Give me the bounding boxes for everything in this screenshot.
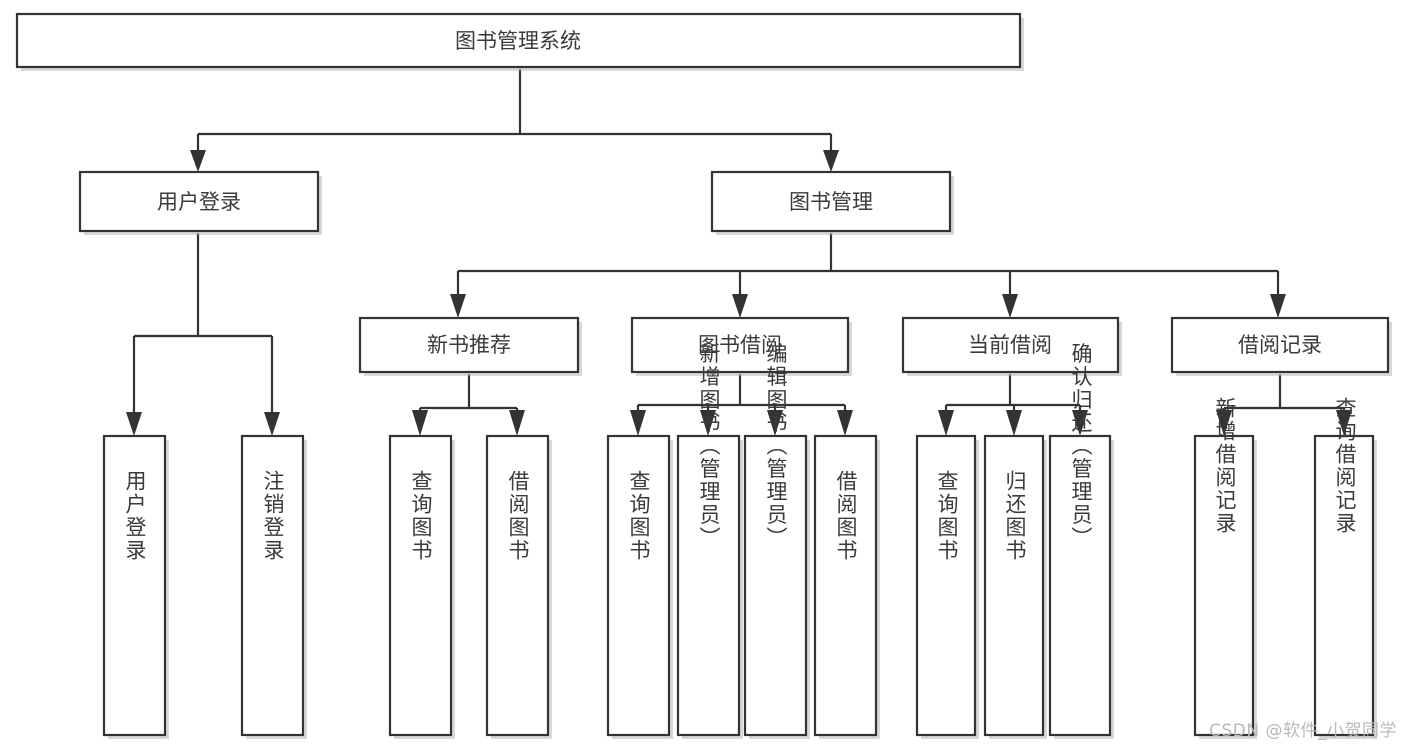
connector-layer	[126, 69, 1352, 436]
node-borrow-record[interactable]: 借阅记录	[1170, 316, 1392, 376]
arrow-head-leaf-borrowrecord-2	[1336, 410, 1352, 436]
leaf-node[interactable]: 新增图书（管理员）	[676, 343, 743, 740]
leaf-book-borrow-3-box[interactable]	[743, 434, 808, 737]
leaf-user-login-1-label: 用户登录	[123, 470, 147, 562]
leaf-book-borrow-4-label: 借阅图书	[834, 470, 858, 562]
node-new-book-recommend-box[interactable]	[358, 316, 580, 374]
node-book-borrow-box[interactable]	[630, 316, 850, 374]
node-root[interactable]: 图书管理系统	[15, 12, 1024, 71]
arrow-head-leaf-borrowrecord-1	[1216, 410, 1232, 436]
leaf-borrow-record-2-box[interactable]	[1313, 434, 1375, 737]
leaf-node[interactable]: 查询图书	[606, 434, 673, 739]
leaf-user-login-2-box[interactable]	[240, 434, 305, 737]
leaf-book-borrow-1-box[interactable]	[606, 434, 671, 737]
node-book-management-label: 图书管理	[789, 190, 873, 214]
node-borrow-record-label: 借阅记录	[1238, 333, 1322, 357]
leaf-current-borrow-3-label: 确认归还（管理员）	[1069, 343, 1093, 550]
leaf-new-book-2-label: 借阅图书	[506, 470, 530, 562]
leaf-book-borrow-2-label: 新增图书（管理员）	[697, 343, 721, 550]
leaf-node[interactable]: 查询借阅记录	[1313, 397, 1377, 739]
arrow-head-leaf-user-2	[264, 412, 280, 436]
arrow-head-leaf-bookborrow-3	[767, 410, 783, 436]
leaf-node[interactable]: 编辑图书（管理员）	[743, 343, 810, 740]
node-root-label: 图书管理系统	[455, 29, 581, 53]
node-new-book-recommend-label: 新书推荐	[427, 333, 511, 357]
leaf-user-login-1-box[interactable]	[102, 434, 167, 737]
leaf-current-borrow-2-label: 归还图书	[1003, 470, 1027, 562]
arrow-head-borrow-record	[1270, 294, 1286, 318]
arrow-head-book-mgmt	[823, 150, 839, 172]
leaf-book-borrow-1-label: 查询图书	[627, 470, 651, 562]
node-new-book-recommend[interactable]: 新书推荐	[358, 316, 582, 376]
leaf-current-borrow-1-box[interactable]	[915, 434, 977, 737]
arrow-head-leaf-currentborrow-3	[1072, 410, 1088, 436]
node-current-borrow[interactable]: 当前借阅	[901, 316, 1122, 376]
leaf-current-borrow-1-label: 查询图书	[935, 470, 959, 562]
leaf-new-book-1-label: 查询图书	[409, 470, 433, 562]
leaf-book-borrow-3-label: 编辑图书（管理员）	[764, 343, 788, 550]
node-book-management-box[interactable]	[710, 170, 952, 233]
leaf-node[interactable]: 归还图书	[983, 434, 1047, 739]
leaf-node[interactable]: 确认归还（管理员）	[1048, 343, 1114, 740]
leaf-current-borrow-3-box[interactable]	[1048, 434, 1112, 737]
arrow-head-leaf-bookborrow-4	[837, 410, 853, 436]
node-user-login-box[interactable]	[78, 170, 320, 233]
leaf-current-borrow-2-box[interactable]	[983, 434, 1045, 737]
node-user-login[interactable]: 用户登录	[78, 170, 322, 235]
leaf-node[interactable]: 查询图书	[915, 434, 979, 739]
leaf-new-book-1-box[interactable]	[388, 434, 453, 737]
arrow-head-leaf-user-1	[126, 412, 142, 436]
arrow-head-leaf-currentborrow-1	[938, 410, 954, 436]
arrow-head-leaf-newbook-1	[412, 410, 428, 436]
arrow-head-user-login	[190, 150, 206, 172]
leaf-node[interactable]: 新增借阅记录	[1193, 397, 1257, 739]
leaf-node[interactable]: 查询图书	[388, 434, 455, 739]
node-book-borrow[interactable]: 图书借阅	[630, 316, 852, 376]
arrow-head-leaf-currentborrow-2	[1006, 410, 1022, 436]
node-borrow-record-box[interactable]	[1170, 316, 1390, 374]
node-user-login-label: 用户登录	[157, 190, 241, 214]
node-book-management[interactable]: 图书管理	[710, 170, 954, 235]
leaf-borrow-record-1-box[interactable]	[1193, 434, 1255, 737]
node-root-box[interactable]	[15, 12, 1022, 69]
leaf-node[interactable]: 借阅图书	[813, 434, 880, 739]
leaf-node[interactable]: 用户登录	[102, 434, 169, 739]
leaf-user-login-2-label: 注销登录	[261, 470, 285, 562]
leaf-node[interactable]: 借阅图书	[485, 434, 552, 739]
arrow-head-new-book	[450, 294, 466, 318]
leaf-borrow-record-2-label: 查询借阅记录	[1333, 397, 1357, 535]
leaf-borrow-record-1-label: 新增借阅记录	[1213, 397, 1237, 535]
arrow-head-leaf-newbook-2	[509, 410, 525, 436]
leaf-node[interactable]: 注销登录	[240, 434, 307, 739]
node-book-borrow-label: 图书借阅	[698, 333, 782, 357]
arrow-head-leaf-bookborrow-1	[630, 410, 646, 436]
node-current-borrow-box[interactable]	[901, 316, 1120, 374]
leaf-book-borrow-2-box[interactable]	[676, 434, 741, 737]
leaf-book-borrow-4-box[interactable]	[813, 434, 878, 737]
leaf-new-book-2-box[interactable]	[485, 434, 550, 737]
node-current-borrow-label: 当前借阅	[968, 333, 1052, 357]
arrow-head-leaf-bookborrow-2	[700, 410, 716, 436]
arrow-head-book-borrow	[732, 294, 748, 318]
arrow-head-current-borrow	[1002, 294, 1018, 318]
